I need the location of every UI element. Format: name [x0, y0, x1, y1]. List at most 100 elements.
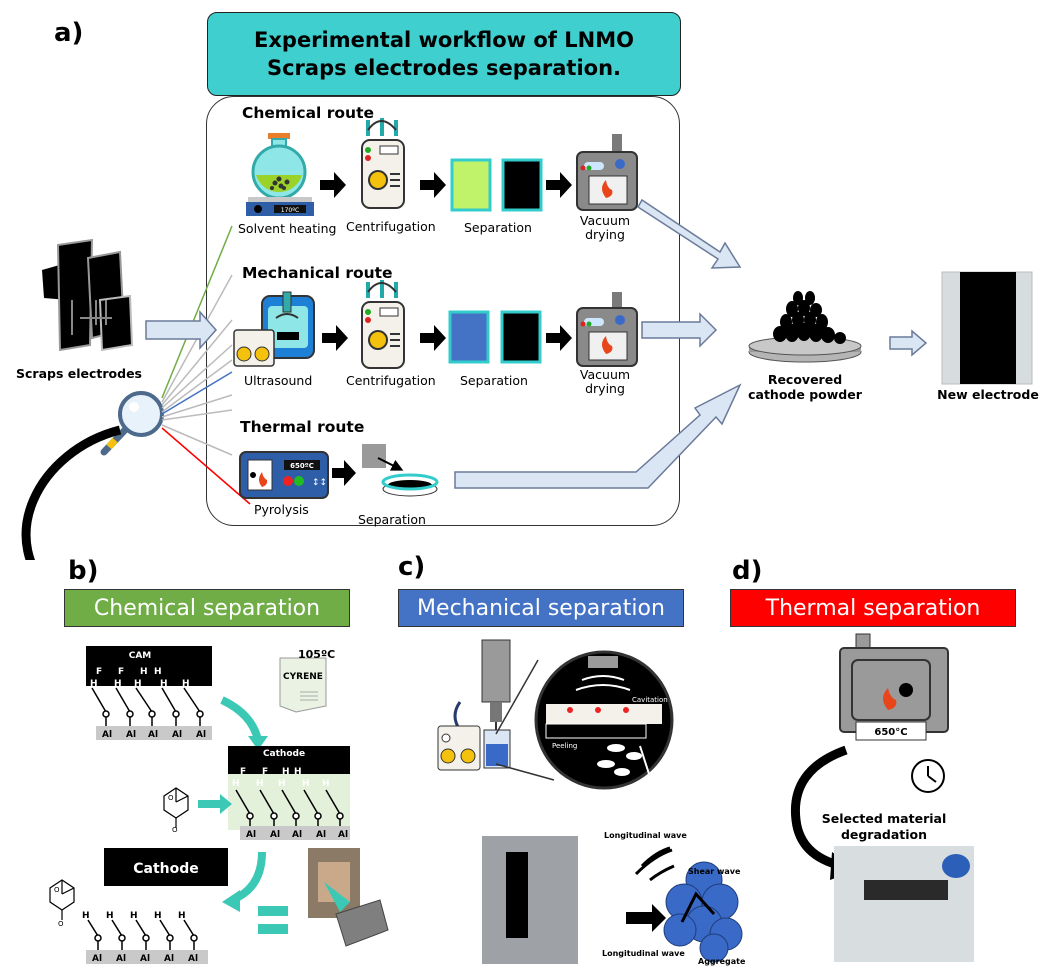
- svg-text:Al: Al: [164, 954, 174, 964]
- svg-text:O: O: [168, 794, 174, 802]
- cyrene-bottle-icon: CYRENE: [279, 657, 327, 713]
- workflow-title: Experimental workflow of LNMO Scraps ele…: [207, 12, 681, 96]
- recovered-powder-label: Recovered cathode powder: [748, 372, 862, 402]
- svg-text:Al: Al: [172, 730, 182, 740]
- thermal-step-pyrolysis: Pyrolysis: [254, 502, 309, 517]
- svg-text:Al: Al: [116, 954, 126, 964]
- svg-text:H: H: [154, 667, 162, 677]
- svg-text:Al: Al: [246, 830, 256, 840]
- scraps-electrodes-icon: [42, 238, 134, 352]
- svg-text:Al: Al: [338, 830, 348, 840]
- thermal-separation-diagram: 650°C: [790, 633, 974, 962]
- svg-text:H: H: [278, 779, 286, 789]
- hotplate-icon: 170ºC: [246, 133, 314, 216]
- svg-text:CAM: CAM: [129, 651, 152, 661]
- separation-beakers-mech: [448, 310, 542, 364]
- svg-text:H: H: [154, 911, 162, 921]
- svg-text:Al: Al: [102, 730, 112, 740]
- svg-text:Al: Al: [196, 730, 206, 740]
- svg-text:H: H: [178, 911, 186, 921]
- mech-step-separation: Separation: [460, 373, 528, 388]
- new-electrode-label: New electrode: [937, 387, 1039, 402]
- panel-label-b: b): [68, 556, 99, 586]
- svg-text:H: H: [294, 767, 302, 777]
- svg-text:Longitudinal wave: Longitudinal wave: [604, 831, 687, 840]
- vacuum-oven-mech: [576, 292, 638, 367]
- centrifuge-icon-mech: [361, 280, 405, 369]
- svg-text:H: H: [106, 911, 114, 921]
- svg-text:H: H: [302, 779, 310, 789]
- svg-text:H: H: [322, 779, 330, 789]
- svg-text:Peeling: Peeling: [552, 742, 577, 750]
- svg-text:Cavitation: Cavitation: [632, 696, 668, 704]
- panel-label-c: c): [398, 552, 426, 582]
- panel-label-d: d): [732, 556, 763, 586]
- svg-text:H: H: [130, 911, 138, 921]
- workflow-diagram: 170ºC: [21, 118, 1033, 560]
- svg-text:H: H: [114, 679, 122, 689]
- cyrene-molecule-icon: [163, 787, 189, 828]
- thermal-separation-banner: Thermal separation: [730, 589, 1016, 627]
- svg-text:O: O: [172, 826, 178, 834]
- svg-text:Al: Al: [270, 830, 280, 840]
- svg-text:H: H: [256, 779, 264, 789]
- ultrasound-icon: [233, 291, 315, 367]
- svg-text:CYRENE: CYRENE: [283, 672, 323, 682]
- material-degradation-label: Selected material degradation: [821, 811, 947, 842]
- mech-step-vacuum-drying: Vacuum drying: [579, 367, 631, 396]
- svg-text:Al: Al: [292, 830, 302, 840]
- chem-step-centrifugation: Centrifugation: [346, 219, 436, 234]
- thermal-step-separation: Separation: [358, 512, 426, 527]
- svg-text:H: H: [140, 667, 148, 677]
- svg-text:↕↕: ↕↕: [312, 478, 327, 488]
- furnace-display: 650ºC: [290, 462, 314, 470]
- svg-text:Al: Al: [92, 954, 102, 964]
- svg-text:Shear wave: Shear wave: [688, 867, 741, 876]
- magnifier-icon: [100, 391, 164, 456]
- svg-text:O: O: [58, 920, 64, 928]
- svg-text:F: F: [262, 767, 268, 777]
- svg-text:Al: Al: [126, 730, 136, 740]
- svg-text:H: H: [232, 779, 240, 789]
- svg-text:Al: Al: [148, 730, 158, 740]
- centrifuge-icon-chem: [361, 118, 405, 209]
- mechanical-separation-banner: Mechanical separation: [398, 589, 684, 627]
- hotplate-display: 170ºC: [281, 207, 299, 214]
- svg-text:Aggregate: Aggregate: [698, 957, 746, 966]
- svg-text:H: H: [160, 679, 168, 689]
- scraps-electrodes-label: Scraps electrodes: [16, 366, 142, 381]
- svg-text:F: F: [96, 667, 102, 677]
- routes-container: [206, 96, 680, 526]
- mechanical-route-title: Mechanical route: [242, 264, 393, 282]
- svg-text:Cathode: Cathode: [263, 749, 305, 759]
- recovered-powder-icon: [748, 291, 862, 363]
- svg-text:H: H: [282, 767, 290, 777]
- chem-step-separation: Separation: [464, 220, 532, 235]
- chem-step-vacuum-drying: Vacuum drying: [579, 213, 631, 242]
- chem-step-solvent-heating: Solvent heating: [238, 221, 337, 236]
- vacuum-oven-chem: [576, 134, 638, 211]
- separation-dish-icon: [362, 444, 439, 497]
- svg-text:H: H: [134, 679, 142, 689]
- chemical-route-title: Chemical route: [242, 104, 374, 122]
- mechanical-separation-diagram: Cavitation Peeling Longitudinal wave She…: [437, 639, 746, 966]
- svg-text:Al: Al: [316, 830, 326, 840]
- svg-text:Cathode: Cathode: [133, 861, 199, 877]
- panel-label-a: a): [54, 18, 84, 48]
- svg-text:Longitudinal wave: Longitudinal wave: [602, 949, 685, 958]
- mech-step-ultrasound: Ultrasound: [244, 373, 313, 388]
- separation-beakers-chem: [450, 158, 543, 212]
- svg-text:Al: Al: [140, 954, 150, 964]
- pyrolysis-furnace-icon: 650ºC ↕↕: [239, 451, 329, 499]
- new-electrode-icon: [941, 271, 1033, 385]
- svg-text:650°C: 650°C: [874, 727, 907, 738]
- svg-text:Al: Al: [188, 954, 198, 964]
- svg-text:O: O: [54, 886, 60, 894]
- mech-step-centrifugation: Centrifugation: [346, 373, 436, 388]
- thermal-route-title: Thermal route: [240, 418, 365, 436]
- svg-text:F: F: [240, 767, 246, 777]
- svg-text:H: H: [182, 679, 190, 689]
- svg-text:H: H: [82, 911, 90, 921]
- svg-text:H: H: [90, 679, 98, 689]
